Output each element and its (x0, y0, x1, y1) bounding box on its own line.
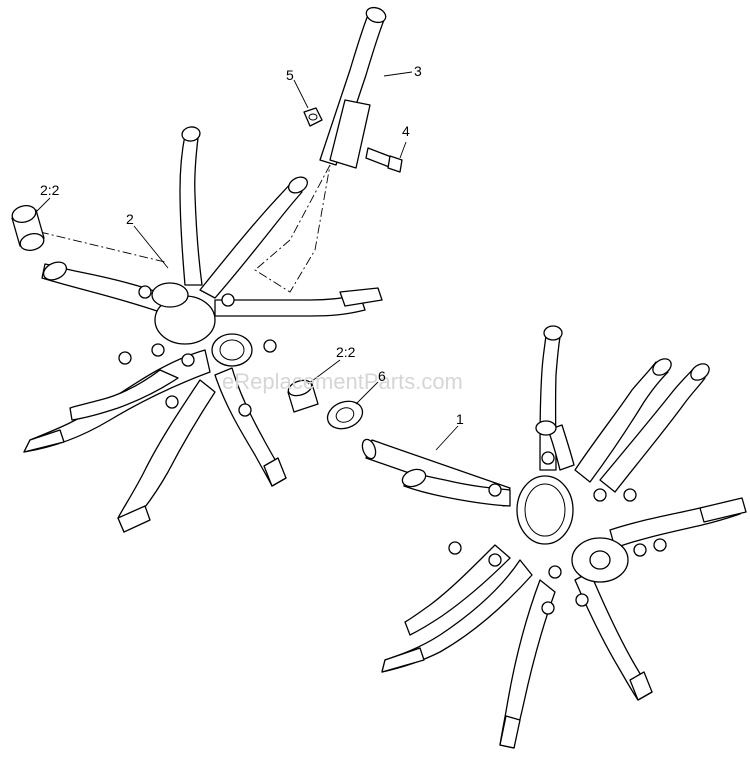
callout-5: 5 (286, 67, 294, 83)
bushing (11, 205, 45, 251)
callout-6: 6 (378, 368, 386, 384)
watermark: eReplacementParts.com (222, 369, 463, 394)
callout-4: 4 (402, 123, 410, 139)
phantom-guide-bushing (39, 231, 166, 263)
phantom-guide (254, 164, 331, 293)
callout-2-2-left: 2:2 (40, 182, 60, 198)
tine-assembly-left (23, 6, 387, 533)
callout-2: 2 (126, 211, 134, 227)
callout-1: 1 (456, 411, 464, 427)
nut (303, 107, 323, 127)
sprocket (516, 475, 574, 545)
callout-3: 3 (414, 63, 422, 79)
bolt (365, 147, 403, 173)
collar (326, 400, 364, 430)
callout-2-2-center: 2:2 (336, 344, 356, 360)
tine-assembly-right (381, 325, 747, 749)
bushing-center (287, 379, 319, 413)
leader-lines (35, 71, 459, 451)
